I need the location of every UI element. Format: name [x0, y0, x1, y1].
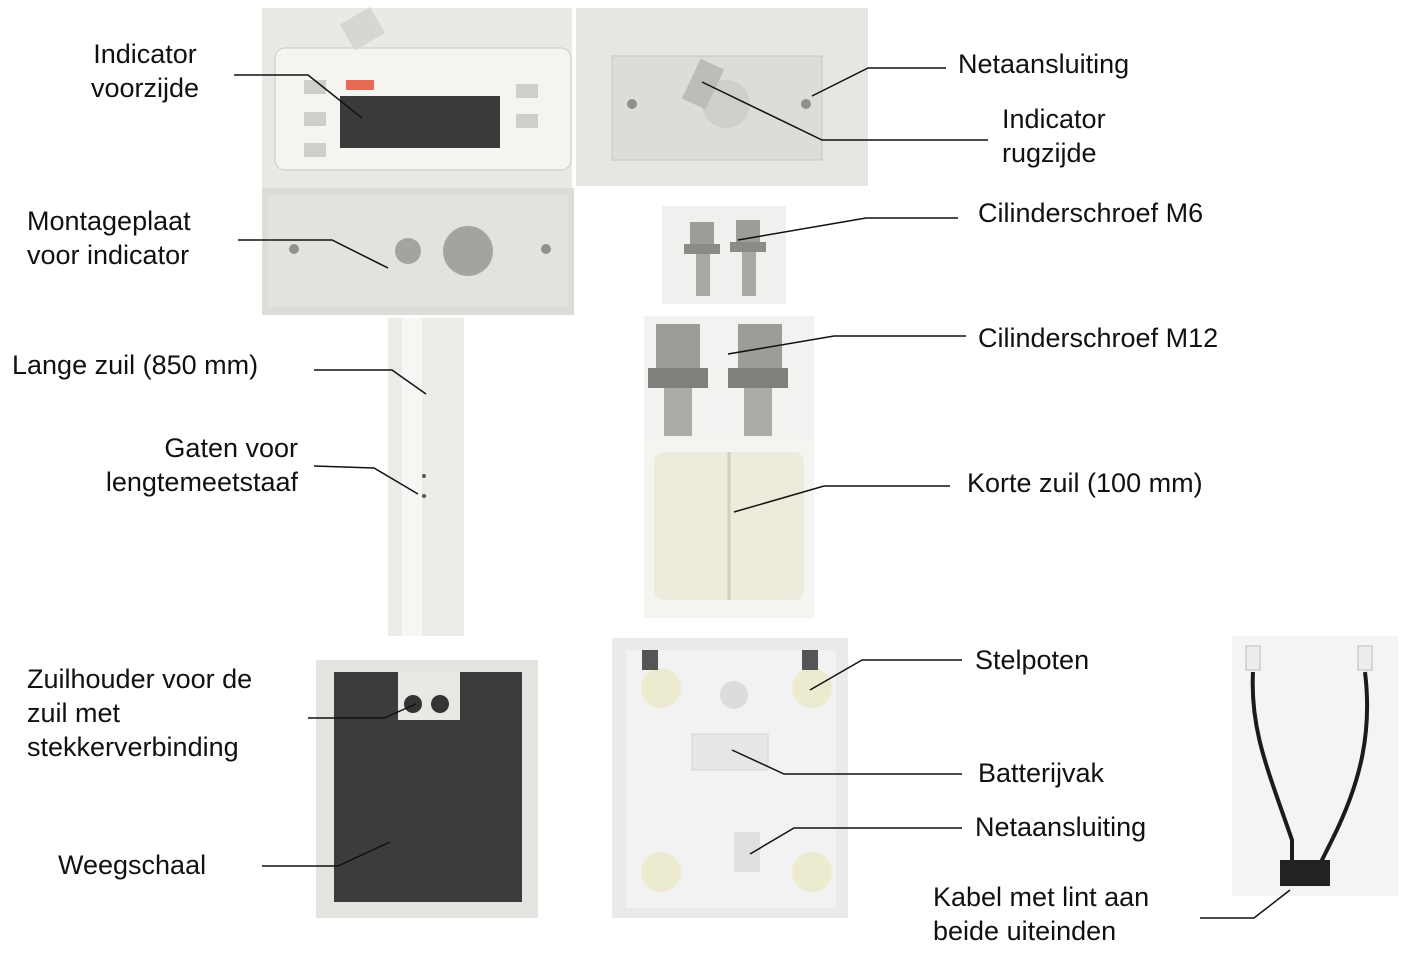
label-short-column: Korte zuil (100 mm) — [967, 466, 1203, 500]
label-indicator-back-line1: Indicator — [1002, 102, 1106, 136]
label-scale: Weegschaal — [58, 848, 206, 882]
label-mains-bottom: Netaansluiting — [975, 810, 1146, 844]
label-cable-line2: beide uiteinden — [933, 914, 1149, 948]
label-mounting-plate: Montageplaat voor indicator — [27, 204, 191, 272]
label-indicator-front: Indicator voorzijde — [80, 37, 210, 105]
label-holes: Gaten voor lengtemeetstaaf — [60, 431, 298, 499]
screw-m6-photo — [662, 206, 786, 304]
screw-m12-photo — [644, 316, 814, 440]
cable-photo — [1232, 636, 1398, 896]
label-holes-line2: lengtemeetstaaf — [60, 465, 298, 499]
label-battery: Batterijvak — [978, 756, 1104, 790]
label-column-holder-line1: Zuilhouder voor de — [27, 662, 252, 696]
label-cable: Kabel met lint aan beide uiteinden — [933, 880, 1149, 948]
label-indicator-back: Indicator rugzijde — [1002, 102, 1106, 170]
label-feet: Stelpoten — [975, 643, 1089, 677]
label-column-holder-line2: zuil met — [27, 696, 252, 730]
label-mains-top: Netaansluiting — [958, 47, 1129, 81]
label-column-holder: Zuilhouder voor de zuil met stekkerverbi… — [27, 662, 252, 764]
label-cable-line1: Kabel met lint aan — [933, 880, 1149, 914]
short-column-photo — [644, 438, 814, 618]
label-mounting-plate-line2: voor indicator — [27, 238, 191, 272]
label-mounting-plate-line1: Montageplaat — [27, 204, 191, 238]
label-screw-m12: Cilinderschroef M12 — [978, 321, 1218, 355]
label-column-holder-line3: stekkerverbinding — [27, 730, 252, 764]
label-screw-m6: Cilinderschroef M6 — [978, 196, 1203, 230]
label-indicator-front-line2: voorzijde — [80, 71, 210, 105]
label-long-column: Lange zuil (850 mm) — [12, 348, 258, 382]
indicator-front-photo — [262, 7, 572, 188]
mounting-plate-photo — [262, 188, 574, 315]
scale-top-photo — [316, 660, 538, 918]
label-holes-line1: Gaten voor — [60, 431, 298, 465]
scale-bottom-photo — [612, 638, 848, 918]
long-column-photo — [388, 318, 464, 636]
label-indicator-front-line1: Indicator — [80, 37, 210, 71]
label-indicator-back-line2: rugzijde — [1002, 136, 1106, 170]
indicator-back-photo — [576, 8, 868, 186]
